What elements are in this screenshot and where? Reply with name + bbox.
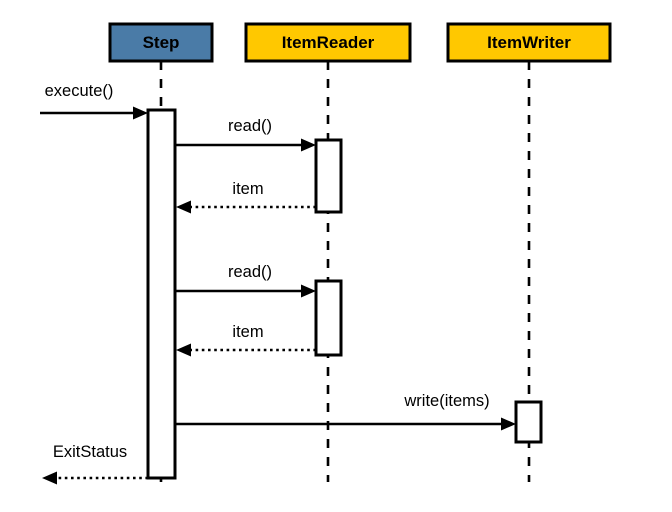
message-exit-status-arrowhead [42,471,57,485]
activation-bar-itemwriter-write[interactable] [514,400,543,444]
message-write-items[interactable]: write(items) [176,392,516,431]
message-execute-arrowhead [133,106,148,120]
message-exit-status-label: ExitStatus [53,443,127,461]
message-read-2[interactable]: read() [176,263,316,298]
message-read-2-label: read() [228,263,272,281]
message-exit-status[interactable]: ExitStatus [42,443,148,485]
message-write-items-arrowhead [501,417,516,431]
participant-itemwriter-box[interactable] [446,22,612,63]
participant-step[interactable]: Step [108,22,214,63]
participant-itemreader-box[interactable] [244,22,412,63]
participant-itemreader[interactable]: ItemReader [244,22,412,63]
activation-bar-itemreader-read-2[interactable] [314,279,343,357]
message-read-1[interactable]: read() [176,117,316,152]
activation-bars-group [146,108,543,480]
participant-step-box[interactable] [108,22,214,63]
message-read-1-arrowhead [301,138,316,152]
message-item-1[interactable]: item [176,180,316,214]
message-item-2-arrowhead [176,343,191,357]
participant-step-label: Step [143,33,180,52]
message-write-items-label: write(items) [403,392,489,410]
participant-itemwriter[interactable]: ItemWriter [446,22,612,63]
message-item-1-arrowhead [176,200,191,214]
message-item-2-label: item [232,323,263,341]
participant-itemwriter-label: ItemWriter [487,33,571,52]
participant-itemreader-label: ItemReader [282,33,375,52]
lifelines-group [159,61,531,482]
message-item-2[interactable]: item [176,323,316,357]
activation-bar-step[interactable] [146,108,177,480]
message-read-2-arrowhead [301,284,316,298]
activation-bar-itemreader-read-1[interactable] [314,138,343,214]
message-read-1-label: read() [228,117,272,135]
message-execute-label: execute() [45,82,114,100]
message-execute[interactable]: execute() [40,82,148,120]
message-item-1-label: item [232,180,263,198]
